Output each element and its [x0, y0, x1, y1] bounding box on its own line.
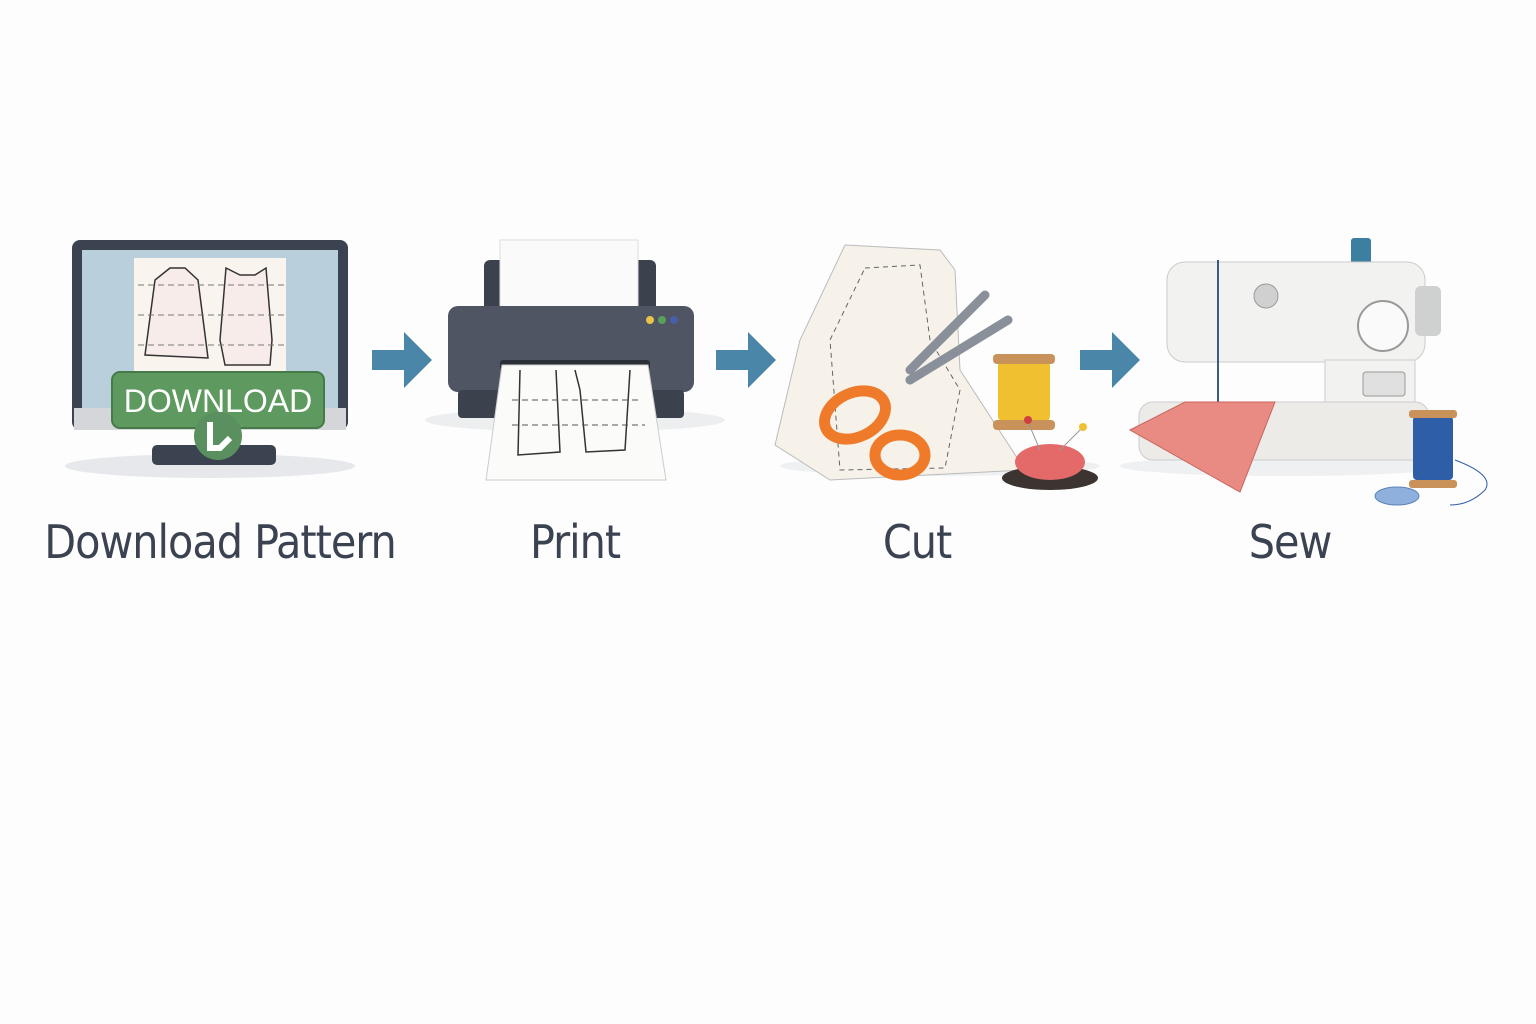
step-print: [420, 230, 730, 490]
step-cut: [770, 230, 1110, 500]
step-label-download-pattern: Download Pattern: [44, 515, 396, 569]
step-sew: [1115, 230, 1495, 520]
arrow-right-icon: [716, 330, 778, 394]
step-label-print: Print: [529, 515, 621, 569]
monitor-download-illustration: DOWNLOAD: [65, 240, 355, 478]
step-label-cut: Cut: [882, 515, 952, 569]
step-label-sew: Sew: [1248, 515, 1333, 569]
arrow-right-icon: [372, 330, 434, 394]
step-download-pattern: DOWNLOAD: [60, 230, 370, 490]
arrow-right-icon: [1080, 330, 1142, 394]
scissors-pattern-illustration: [774, 244, 1100, 490]
sewing-machine-illustration: [1120, 238, 1488, 506]
printer-illustration: [425, 239, 725, 481]
download-button-text: DOWNLOAD: [124, 383, 312, 419]
